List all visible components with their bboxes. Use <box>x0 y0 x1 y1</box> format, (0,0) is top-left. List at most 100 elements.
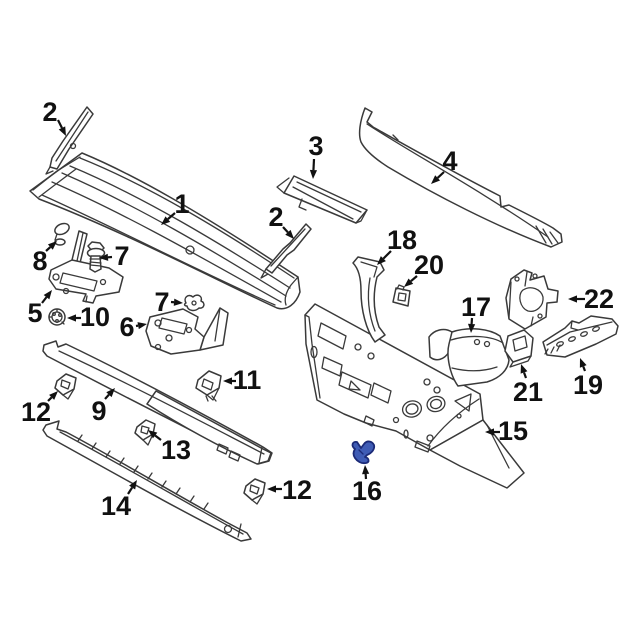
callout-number: 2 <box>42 97 57 127</box>
callout-arrowhead-icon <box>468 323 476 333</box>
callout-arrowhead-icon <box>579 358 587 368</box>
callout-part-9-17: 9 <box>91 388 115 426</box>
callout-number: 18 <box>387 225 417 255</box>
callout-arrow-line <box>104 393 110 400</box>
callout-part-15-22: 15 <box>485 416 528 446</box>
part-1-cowl-grille-drawing <box>29 152 301 310</box>
callout-arrow-line <box>167 212 176 220</box>
part-12-clip-right-drawing <box>243 478 266 505</box>
callout-part-7-13: 7 <box>154 287 183 317</box>
callout-part-1-1: 1 <box>161 189 190 225</box>
callout-number: 20 <box>414 250 444 280</box>
part-4-reinforcement-bar-drawing <box>358 107 563 248</box>
callout-arrowhead-icon <box>106 388 115 398</box>
part-15-dash-panel-drawing <box>304 303 525 489</box>
callout-part-2-4: 2 <box>268 202 294 239</box>
callout-number: 22 <box>584 284 614 314</box>
part-22-panel-drawing <box>505 269 559 330</box>
callout-arrow-line <box>382 250 392 260</box>
callout-part-17-7: 17 <box>461 292 491 333</box>
part-10-grommet-drawing <box>48 308 66 326</box>
callout-arrow-line <box>47 396 53 402</box>
part-2-upper-strip-drawing <box>45 106 94 175</box>
callout-arrow-line <box>45 246 52 252</box>
callout-part-14-19: 14 <box>101 480 137 521</box>
callout-part-6-14: 6 <box>119 312 147 342</box>
callout-arrowhead-icon <box>49 391 58 400</box>
callout-arrowhead-icon <box>404 278 414 287</box>
part-12-clip-left-drawing <box>54 373 77 400</box>
part-5-bracket-drawing <box>48 230 124 304</box>
callout-number: 7 <box>154 287 169 317</box>
part-16-highlighted-bracket-drawing <box>351 440 376 465</box>
callout-arrowhead-icon <box>377 256 386 265</box>
part-21-bracket-drawing <box>504 329 534 368</box>
callout-arrowhead-icon <box>148 430 158 439</box>
callout-arrowhead-icon <box>173 298 183 306</box>
callout-part-11-15: 11 <box>223 365 261 395</box>
part-7-clip-drawing <box>183 294 205 312</box>
callout-number: 9 <box>91 396 106 426</box>
callout-part-12-16: 12 <box>21 391 58 427</box>
callout-number: 4 <box>442 146 457 176</box>
callout-part-21-23: 21 <box>513 364 543 407</box>
callout-arrowhead-icon <box>58 126 66 136</box>
callout-arrow-line <box>41 296 48 304</box>
callout-arrow-line <box>410 275 418 283</box>
callout-number: 21 <box>513 377 543 407</box>
callout-number: 10 <box>80 302 110 332</box>
callout-part-2-0: 2 <box>42 97 66 136</box>
callout-number: 19 <box>573 370 603 400</box>
part-20-clip-drawing <box>392 284 411 307</box>
callout-arrowhead-icon <box>129 480 137 490</box>
callout-arrowhead-icon <box>161 216 171 225</box>
diagram-line-art <box>29 106 619 542</box>
callout-number: 3 <box>308 131 323 161</box>
callout-part-12-20: 12 <box>267 475 312 505</box>
callout-number: 15 <box>498 416 528 446</box>
callout-number: 6 <box>119 312 134 342</box>
callout-arrowhead-icon <box>223 377 232 385</box>
callout-arrowhead-icon <box>362 465 370 475</box>
callout-number: 12 <box>21 397 51 427</box>
callout-arrow-line <box>312 158 316 171</box>
callout-part-3-2: 3 <box>308 131 324 179</box>
callout-part-8-9: 8 <box>32 241 57 276</box>
callout-arrow-line <box>154 434 162 441</box>
callout-arrowhead-icon <box>43 290 52 300</box>
callout-arrowhead-icon <box>520 364 528 374</box>
callout-part-10-12: 10 <box>67 302 110 332</box>
callout-part-13-18: 13 <box>148 430 191 465</box>
part-14-strip-drawing <box>42 420 252 542</box>
callout-number: 5 <box>27 298 42 328</box>
part-17-corner-panel-drawing <box>428 328 510 387</box>
callout-arrowhead-icon <box>568 295 577 303</box>
part-9-cowl-bar-drawing <box>42 340 273 465</box>
callout-part-7-10: 7 <box>99 241 130 271</box>
callout-arrow-line <box>582 366 587 372</box>
callout-number: 16 <box>352 476 382 506</box>
callout-number: 1 <box>174 189 189 219</box>
callout-number: 7 <box>114 241 129 271</box>
callout-part-22-8: 22 <box>568 284 614 314</box>
callout-arrowhead-icon <box>267 485 276 493</box>
callout-arrowhead-icon <box>431 175 441 184</box>
callout-arrowhead-icon <box>67 314 76 322</box>
callout-number: 13 <box>161 435 191 465</box>
callout-part-20-6: 20 <box>404 250 444 287</box>
part-6-bracket-drawing <box>145 307 229 355</box>
callout-number: 8 <box>32 246 47 276</box>
part-2-middle-strip-drawing <box>260 223 312 279</box>
part-7-bolt-drawing <box>86 241 106 273</box>
part-11-clip-drawing <box>195 370 222 402</box>
callout-arrow-line <box>57 119 63 129</box>
part-8-clip-drawing <box>54 222 70 246</box>
callout-part-18-5: 18 <box>377 225 417 265</box>
callout-number: 2 <box>268 202 283 232</box>
callout-arrow-line <box>436 171 445 179</box>
callout-number: 12 <box>282 475 312 505</box>
callout-part-4-3: 4 <box>431 146 458 184</box>
